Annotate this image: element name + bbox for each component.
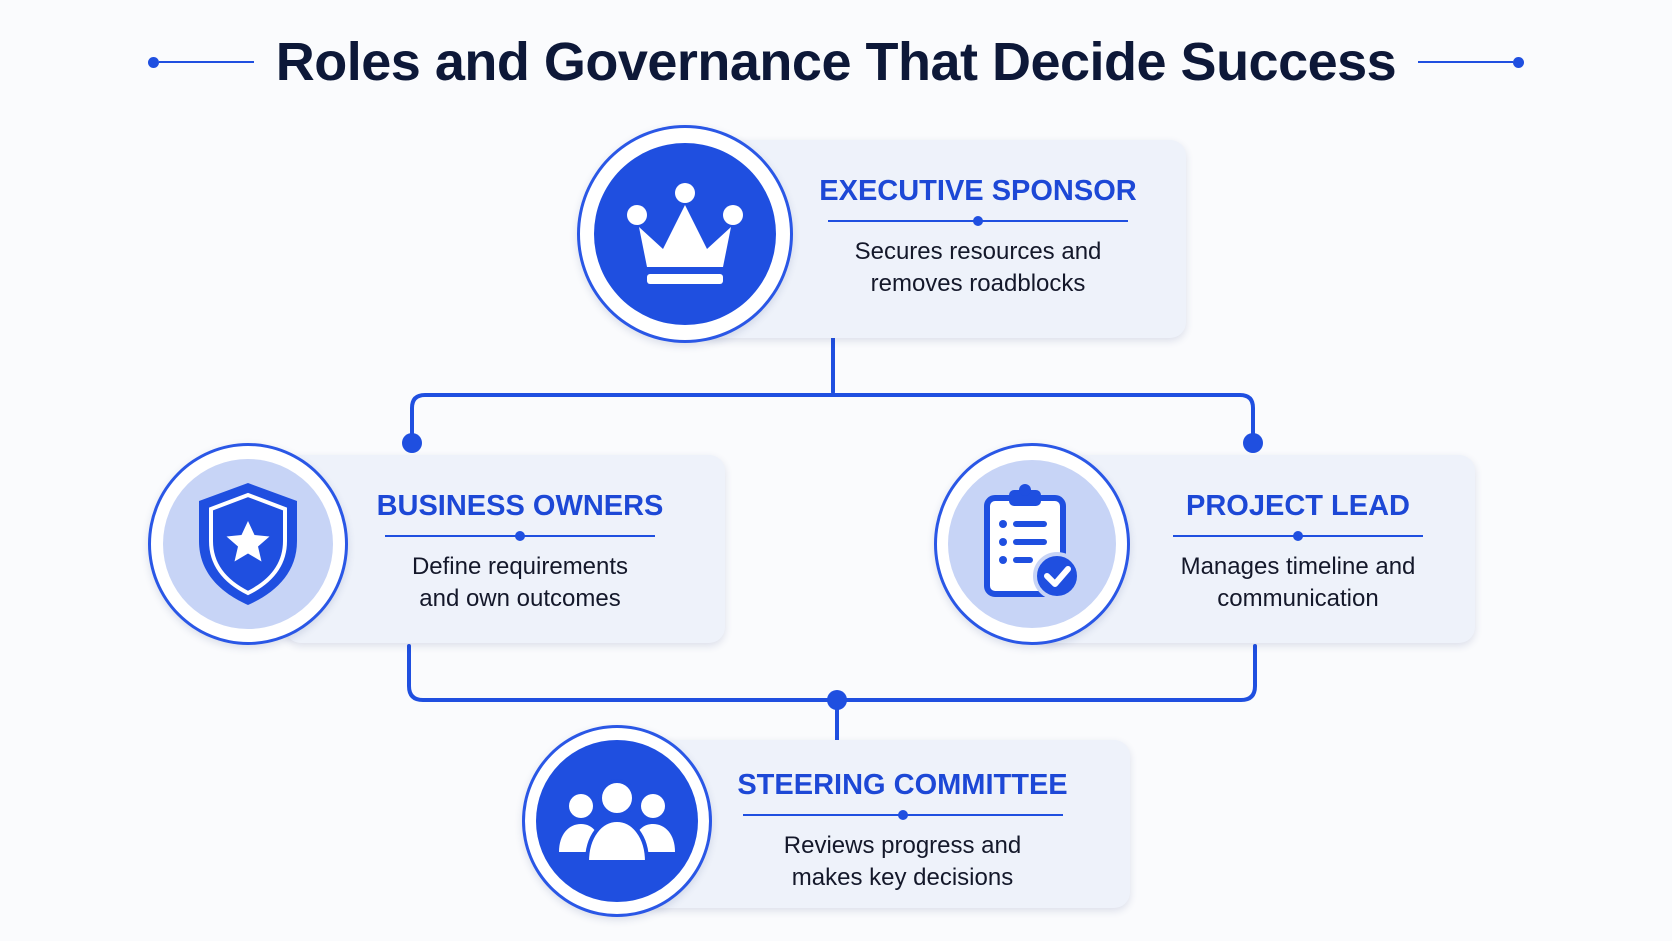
executive-sponsor-divider [828, 216, 1128, 226]
shield-star-icon [163, 459, 333, 629]
connector-node-center [827, 690, 847, 710]
steering-committee-card [645, 740, 1130, 908]
project-lead-icon-ring [934, 443, 1130, 645]
group-icon [536, 740, 698, 902]
crown-icon [594, 143, 776, 325]
connector-top-branch [410, 393, 1255, 440]
title-row: Roles and Governance That Decide Success [0, 22, 1672, 102]
business-owners-text: BUSINESS OWNERS Define requirements and … [360, 489, 680, 615]
business-owners-title: BUSINESS OWNERS [376, 490, 664, 522]
business-owners-description: Define requirements and own outcomes [411, 553, 629, 612]
executive-sponsor-icon-ring [577, 125, 793, 343]
connector-node-left [402, 433, 422, 453]
project-lead-divider [1173, 531, 1423, 541]
steering-committee-divider [742, 810, 1063, 820]
executive-sponsor-text: EXECUTIVE SPONSOR Secures resources and … [818, 174, 1138, 300]
steering-committee-icon-ring [522, 725, 712, 917]
page-title: Roles and Governance That Decide Success [275, 32, 1397, 92]
title-decoration-left [147, 56, 254, 68]
clipboard-check-icon [948, 460, 1116, 628]
title-decoration-right [1418, 56, 1525, 68]
steering-committee-description: Reviews progress and makes key decisions [783, 832, 1022, 891]
executive-sponsor-description: Secures resources and removes roadblocks [854, 238, 1102, 297]
steering-committee-text: STEERING COMMITTEE Reviews progress and … [730, 768, 1075, 894]
connector-node-right [1243, 433, 1263, 453]
business-owners-divider [385, 531, 655, 541]
project-lead-title: PROJECT LEAD [1186, 490, 1410, 522]
executive-sponsor-title: EXECUTIVE SPONSOR [819, 175, 1137, 207]
steering-committee-title: STEERING COMMITTEE [737, 769, 1068, 801]
business-owners-card [285, 455, 725, 643]
project-lead-text: PROJECT LEAD Manages timeline and commun… [1138, 489, 1458, 615]
business-owners-icon-ring [148, 443, 348, 645]
project-lead-description: Manages timeline and communication [1180, 553, 1416, 612]
